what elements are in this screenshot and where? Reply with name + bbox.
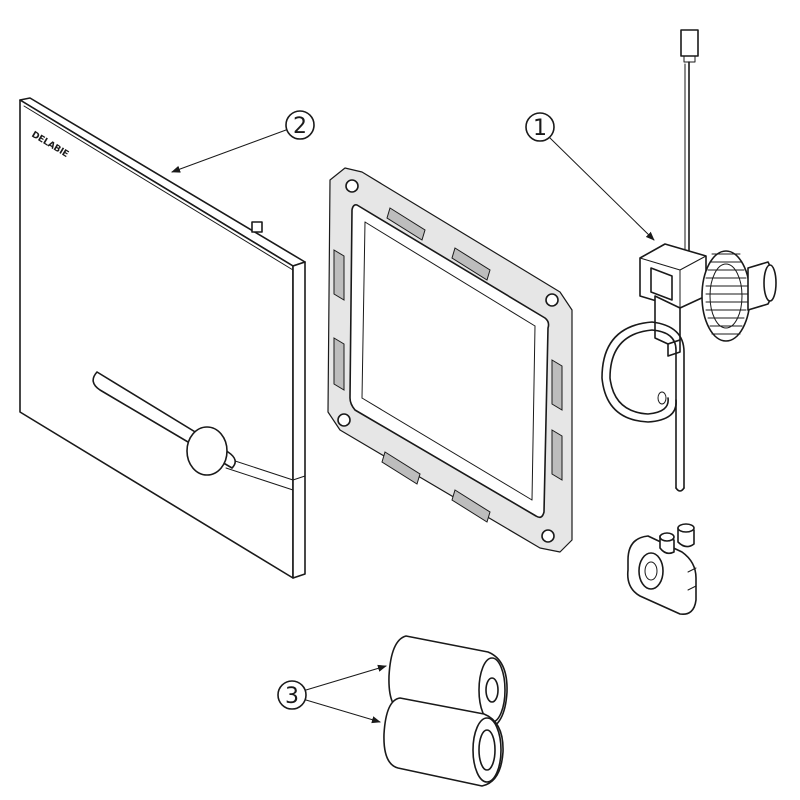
mounting-frame [327, 167, 573, 553]
callout-1: 1 [525, 112, 555, 142]
leader-arrow-2 [171, 129, 287, 173]
callout-number: 1 [533, 116, 547, 141]
battery-bottom [383, 697, 504, 787]
callout-3: 3 [277, 680, 307, 710]
callout-2: 2 [285, 110, 315, 140]
leader-arrow-1 [549, 137, 655, 241]
callout-number: 3 [285, 684, 299, 709]
leader-arrow-3b [305, 699, 381, 724]
leader-arrow-3a [305, 664, 387, 691]
callout-number: 2 [293, 114, 307, 139]
cover-plate: DELABIE [19, 97, 306, 579]
solenoid-valve [601, 29, 777, 492]
t-connector [626, 523, 697, 616]
